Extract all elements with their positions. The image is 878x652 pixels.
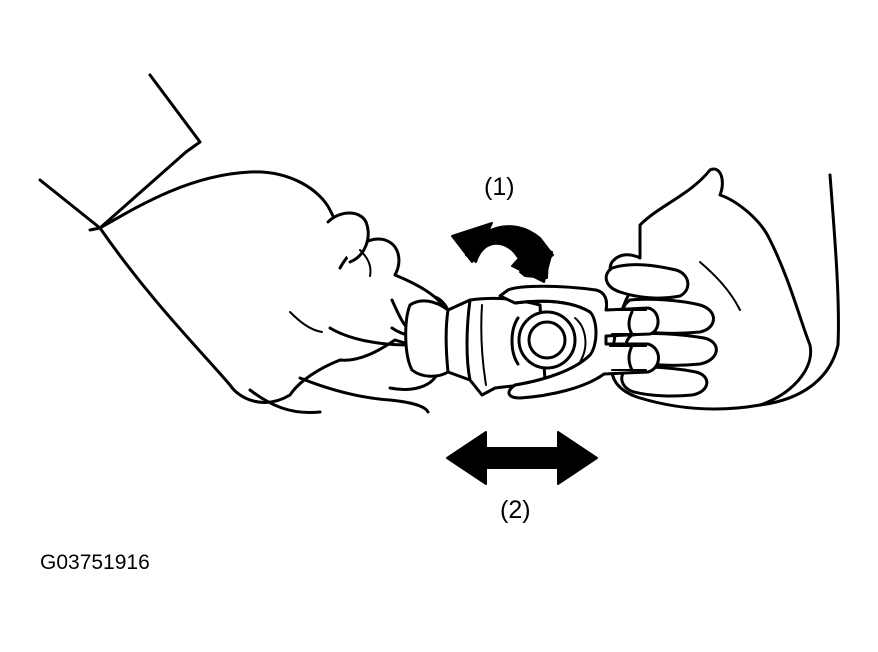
left-sleeve: [38, 73, 202, 232]
curved-double-arrow-icon: [451, 222, 554, 283]
figure-id: G03751916: [40, 551, 150, 574]
horizontal-double-arrow-icon: [446, 431, 598, 485]
left-hand: [98, 170, 451, 415]
right-hand: [604, 167, 813, 411]
universal-joint: [404, 284, 660, 400]
right-sleeve: [758, 173, 840, 407]
step-2-label: (2): [500, 496, 531, 524]
step-1-label: (1): [484, 173, 515, 201]
